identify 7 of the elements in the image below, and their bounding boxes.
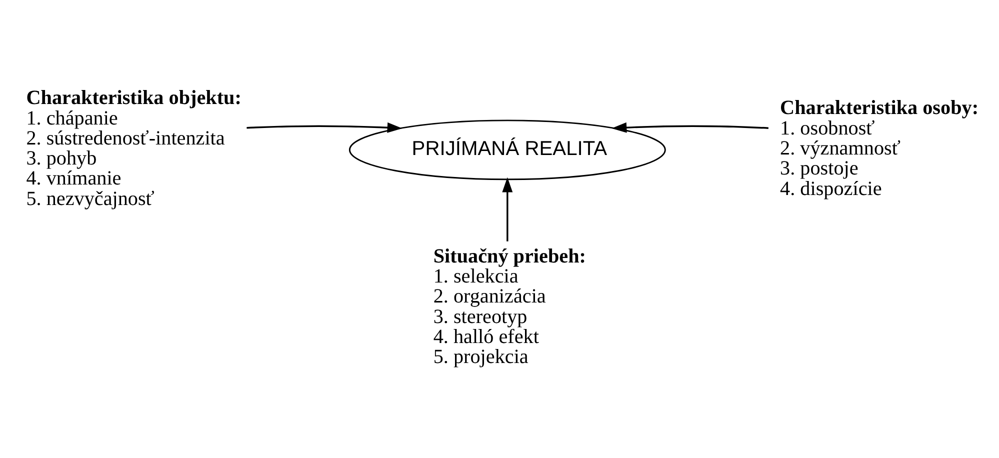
node-text: Charakteristika objektu: 1. chápanie 2. sústredenosť-intenzita 3. pohyb 4. vnímanie 5. nezvyčajnosť xyxy=(26,87,242,210)
node-text: Charakteristika osoby: 1. osobnosť 2. významnosť 3. postoje 4. dispozície xyxy=(780,97,979,200)
node-ellipse: PRIJÍMANÁ REALITA xyxy=(348,120,666,180)
node-text: Situačný priebeh: 1. selekcia 2. organizácia 3. stereotyp 4. halló efekt 5. projekcia xyxy=(433,245,586,368)
arrow xyxy=(502,177,513,242)
arrow xyxy=(246,122,402,133)
arrow xyxy=(612,122,768,133)
